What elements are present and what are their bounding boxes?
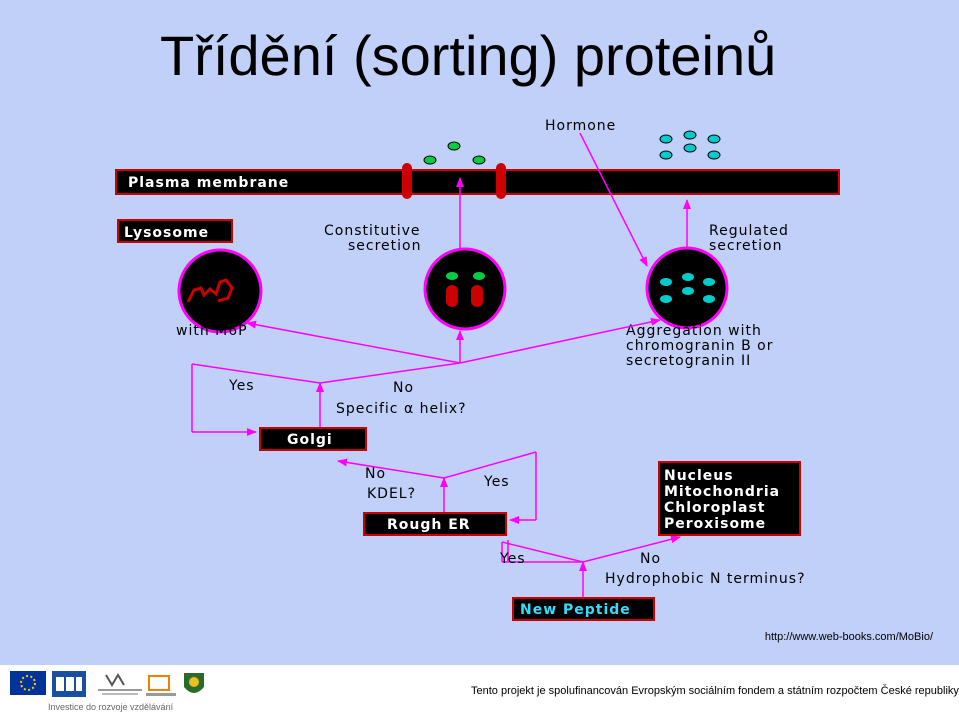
organelle-chloroplast: Chloroplast [664,500,765,516]
esf-logo [52,669,88,699]
hormone-label: Hormone [545,118,616,134]
source-url: http://www.web-books.com/MoBio/ [764,631,933,643]
aggregation-label-line1: Aggregation with [626,323,762,339]
footer-text: Tento projekt je spolufinancován Evropsk… [471,685,959,697]
rough-er-label: Rough ER [387,517,471,533]
organelle-peroxisome: Peroxisome [664,516,766,532]
lysosome-label: Lysosome [124,225,209,241]
with-m6p-label: with M6P [176,323,248,339]
constitutive-label-line1: Constitutive [324,223,421,239]
organelle-mitochondria: Mitochondria [664,484,780,500]
slide-title: Třídění (sorting) proteinů [160,24,777,87]
receptor-right [496,163,506,199]
secreted-regulated-particles [659,130,721,160]
er-yes-label: Yes [483,474,510,490]
peptide-no-label: No [640,551,661,567]
golgi-yes-label: Yes [228,378,255,394]
golgi-box: Golgi [259,427,367,451]
plasma-membrane: Plasma membrane [115,163,840,199]
protein-sorting-diagram: Plasma membrane Hormone Lysosome [115,118,840,621]
new-peptide-label: New Peptide [520,602,631,618]
peptide-yes-label: Yes [499,551,526,567]
constitutive-label-line2: secretion [348,238,421,254]
golgi-question-label: Specific α helix? [336,401,467,417]
constitutive-vesicle [423,247,507,331]
plasma-membrane-label: Plasma membrane [128,175,289,191]
ministry-logo [98,671,142,699]
golgi-no-label: No [393,380,414,396]
university-logo [180,671,208,699]
slide: Třídění (sorting) proteinů Plasma membra… [0,0,959,665]
er-no-label: No [365,466,386,482]
regulated-label-line1: Regulated [709,223,789,239]
golgi-label: Golgi [287,432,333,448]
regulated-vesicle [645,246,729,330]
op-logo [146,673,176,699]
receptor-left [402,163,412,199]
secreted-constitutive-particles [423,141,486,165]
lysosome-vesicle [177,248,263,334]
organelles-box: Nucleus Mitochondria Chloroplast Peroxis… [658,461,801,536]
er-question-label: KDEL? [367,486,416,502]
organelle-nucleus: Nucleus [664,468,734,484]
lysosome-box: Lysosome [117,219,233,243]
pathway-arrows [191,132,691,598]
peptide-question-label: Hydrophobic N terminus? [605,571,806,587]
new-peptide-box: New Peptide [512,597,655,621]
eu-flag-logo [10,671,46,695]
aggregation-label-line2: chromogranin B or [626,338,773,354]
rough-er-box: Rough ER [363,512,507,536]
footer-tagline: Investice do rozvoje vzdělávání [48,702,174,712]
footer: Investice do rozvoje vzdělávání Tento pr… [0,665,959,713]
aggregation-label-line3: secretogranin II [626,353,751,369]
regulated-label-line2: secretion [709,238,782,254]
